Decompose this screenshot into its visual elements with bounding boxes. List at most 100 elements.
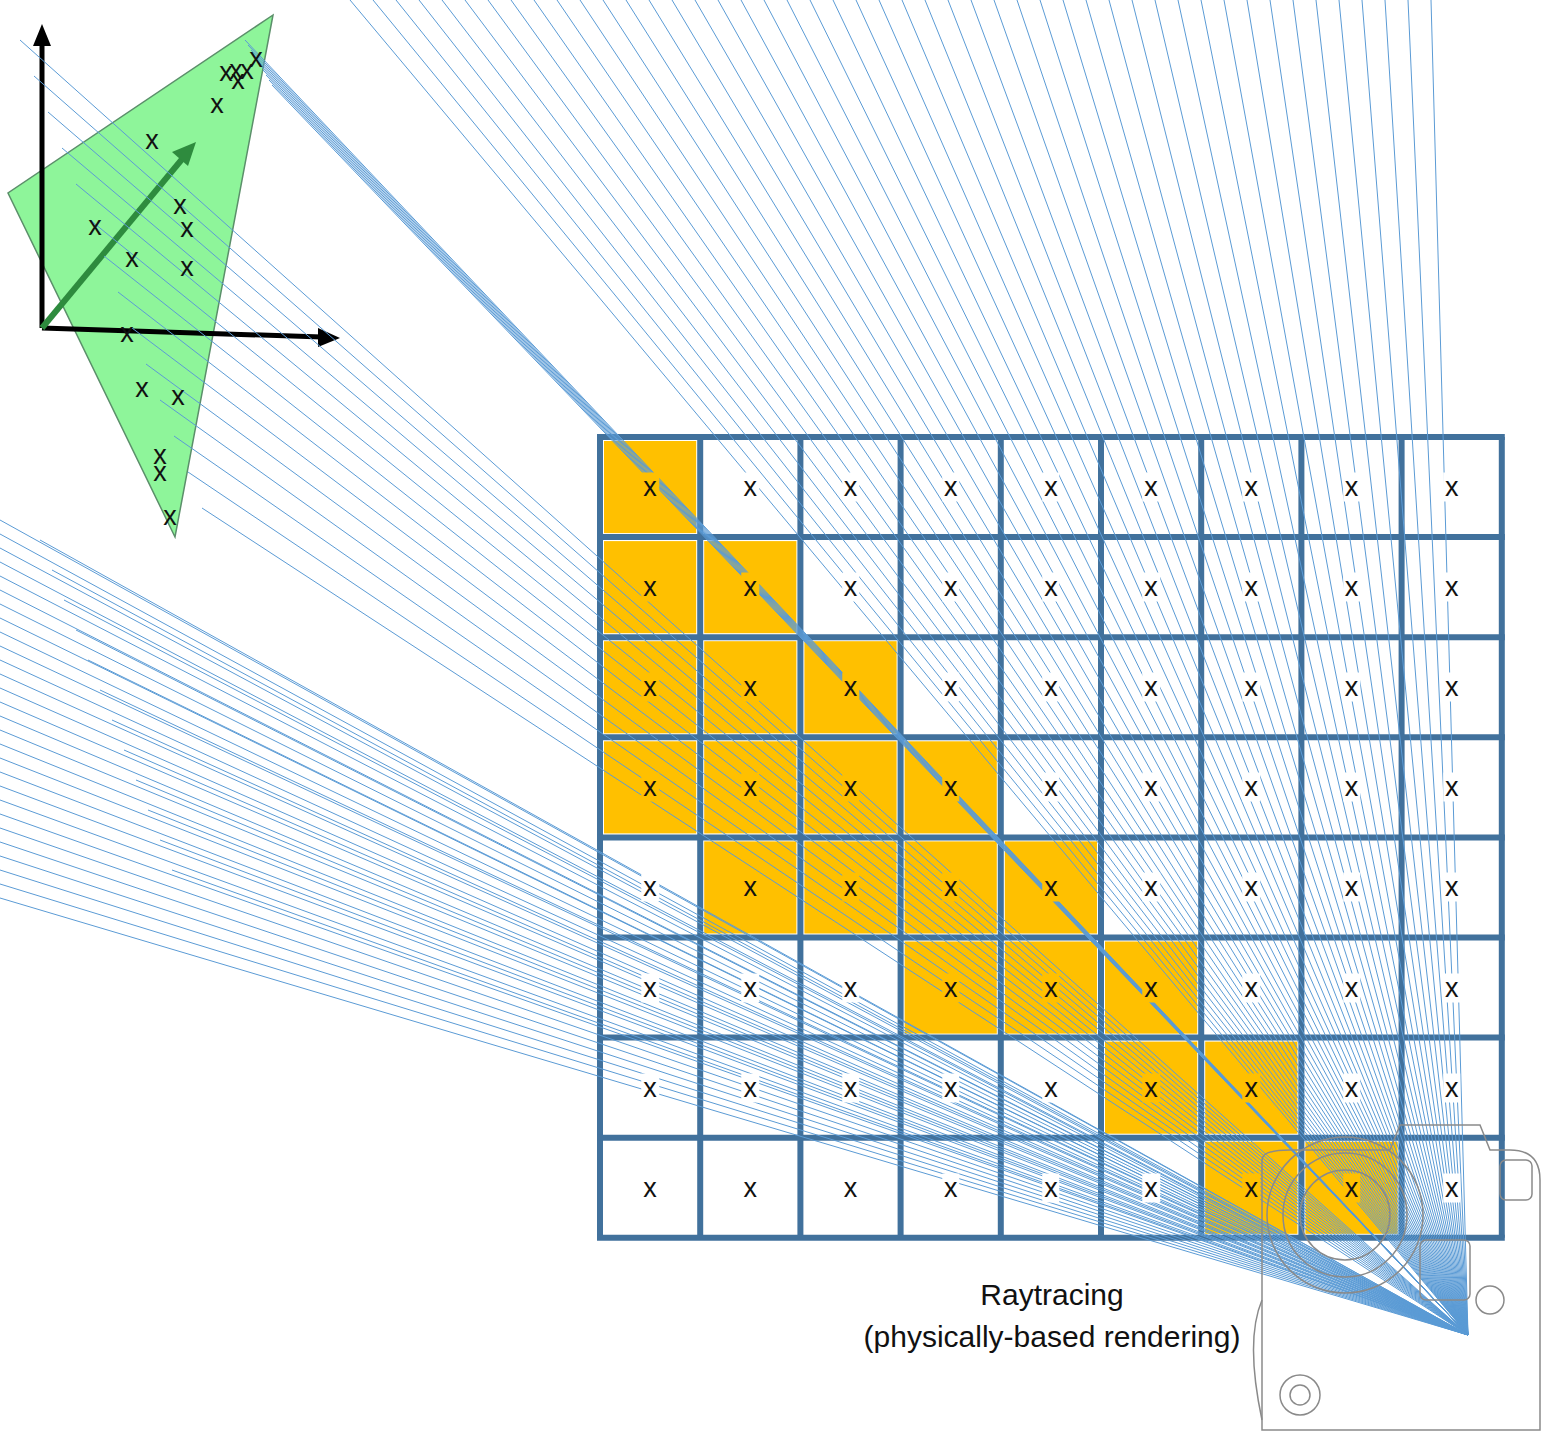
pixel-sample-mark: x bbox=[842, 973, 860, 1002]
pixel-sample-mark: x bbox=[942, 1073, 960, 1102]
pixel-cell bbox=[804, 541, 896, 633]
pixel-sample-mark: x bbox=[1243, 873, 1261, 902]
sample-mark: x bbox=[118, 319, 136, 348]
pixel-sample-mark: x bbox=[742, 1073, 760, 1102]
sample-mark: x bbox=[178, 253, 196, 282]
pixel-cell bbox=[1305, 641, 1397, 733]
pixel-cell bbox=[704, 1142, 796, 1234]
sample-mark: x bbox=[161, 502, 179, 531]
pixel-cell bbox=[804, 841, 896, 933]
pixel-sample-mark: x bbox=[1343, 1173, 1361, 1202]
pixel-sample-mark: x bbox=[1443, 1073, 1461, 1102]
pixel-sample-mark: x bbox=[942, 1173, 960, 1202]
pixel-cell bbox=[1205, 1042, 1297, 1134]
pixel-sample-mark: x bbox=[1042, 873, 1060, 902]
pixel-sample-mark: x bbox=[1042, 773, 1060, 802]
pixel-sample-mark: x bbox=[1443, 1173, 1461, 1202]
pixel-cell bbox=[1205, 741, 1297, 833]
pixel-cell bbox=[604, 541, 696, 633]
caption-text: Raytracing bbox=[974, 1278, 1129, 1312]
pixel-cell bbox=[704, 441, 796, 533]
pixel-sample-mark: x bbox=[1042, 473, 1060, 502]
camera-outline bbox=[1254, 1125, 1541, 1430]
pixel-cell bbox=[604, 441, 696, 533]
pixel-cell bbox=[1406, 441, 1498, 533]
pixel-cell bbox=[1205, 841, 1297, 933]
pixel-sample-mark: x bbox=[1142, 1173, 1160, 1202]
pixel-sample-mark: x bbox=[842, 1073, 860, 1102]
pixel-sample-mark: x bbox=[1042, 573, 1060, 602]
pixel-sample-mark: x bbox=[1042, 973, 1060, 1002]
pixel-sample-mark: x bbox=[1243, 773, 1261, 802]
pixel-cell bbox=[1105, 741, 1197, 833]
pixel-cell bbox=[804, 741, 896, 833]
pixel-sample-mark: x bbox=[842, 773, 860, 802]
pixel-cell bbox=[1305, 741, 1397, 833]
pixel-sample-mark: x bbox=[742, 473, 760, 502]
pixel-cell bbox=[1205, 641, 1297, 733]
pixel-sample-mark: x bbox=[942, 773, 960, 802]
pixel-sample-mark: x bbox=[1142, 573, 1160, 602]
pixel-sample-mark: x bbox=[1443, 773, 1461, 802]
pixel-sample-mark: x bbox=[641, 1173, 659, 1202]
pixel-sample-mark: x bbox=[942, 873, 960, 902]
pixel-sample-mark: x bbox=[1042, 673, 1060, 702]
pixel-sample-mark: x bbox=[641, 973, 659, 1002]
pixel-sample-mark: x bbox=[1343, 473, 1361, 502]
pixel-sample-mark: x bbox=[1243, 1073, 1261, 1102]
pixel-sample-mark: x bbox=[641, 1073, 659, 1102]
pixel-cell bbox=[1406, 942, 1498, 1034]
pixel-cell bbox=[704, 641, 796, 733]
pixel-sample-mark: x bbox=[1343, 673, 1361, 702]
pixel-cell bbox=[704, 1042, 796, 1134]
pixel-sample-mark: x bbox=[742, 1173, 760, 1202]
pixel-cell bbox=[804, 942, 896, 1034]
pixel-cell bbox=[1305, 841, 1397, 933]
pixel-sample-mark: x bbox=[641, 773, 659, 802]
pixel-sample-mark: x bbox=[1142, 973, 1160, 1002]
pixel-sample-mark: x bbox=[842, 573, 860, 602]
pixel-sample-mark: x bbox=[1443, 573, 1461, 602]
pixel-sample-mark: x bbox=[942, 973, 960, 1002]
sample-mark: x bbox=[133, 374, 151, 403]
pixel-cell bbox=[1406, 1042, 1498, 1134]
pixel-cell bbox=[604, 1142, 696, 1234]
sample-mark: x bbox=[143, 126, 161, 155]
pixel-sample-mark: x bbox=[742, 673, 760, 702]
sample-mark: x bbox=[151, 458, 169, 487]
pixel-cell bbox=[1406, 841, 1498, 933]
pixel-sample-mark: x bbox=[1243, 673, 1261, 702]
pixel-sample-mark: x bbox=[1343, 773, 1361, 802]
pixel-sample-mark: x bbox=[1142, 873, 1160, 902]
pixel-cell bbox=[604, 741, 696, 833]
pixel-sample-mark: x bbox=[1042, 1073, 1060, 1102]
pixel-cell bbox=[1305, 942, 1397, 1034]
pixel-sample-mark: x bbox=[1243, 473, 1261, 502]
caption-text: (physically-based rendering) bbox=[858, 1320, 1247, 1354]
pixel-cell bbox=[1305, 541, 1397, 633]
pixel-sample-mark: x bbox=[1343, 573, 1361, 602]
pixel-sample-mark: x bbox=[1343, 973, 1361, 1002]
sample-mark: x bbox=[247, 44, 265, 73]
pixel-cell bbox=[604, 942, 696, 1034]
pixel-cell bbox=[604, 641, 696, 733]
pixel-sample-mark: x bbox=[1243, 1173, 1261, 1202]
pixel-sample-mark: x bbox=[942, 573, 960, 602]
pixel-cell bbox=[604, 1042, 696, 1134]
pixel-sample-mark: x bbox=[641, 673, 659, 702]
pixel-sample-mark: x bbox=[1443, 473, 1461, 502]
triangle bbox=[8, 15, 273, 537]
pixel-sample-mark: x bbox=[1443, 873, 1461, 902]
sample-mark: x bbox=[229, 66, 247, 95]
pixel-sample-mark: x bbox=[842, 473, 860, 502]
pixel-sample-mark: x bbox=[1243, 573, 1261, 602]
pixel-sample-mark: x bbox=[1443, 973, 1461, 1002]
pixel-sample-mark: x bbox=[641, 473, 659, 502]
pixel-sample-mark: x bbox=[742, 973, 760, 1002]
sample-mark: x bbox=[86, 212, 104, 241]
pixel-sample-mark: x bbox=[1142, 673, 1160, 702]
pixel-sample-mark: x bbox=[1142, 1073, 1160, 1102]
pixel-sample-mark: x bbox=[842, 873, 860, 902]
pixel-sample-mark: x bbox=[1142, 773, 1160, 802]
